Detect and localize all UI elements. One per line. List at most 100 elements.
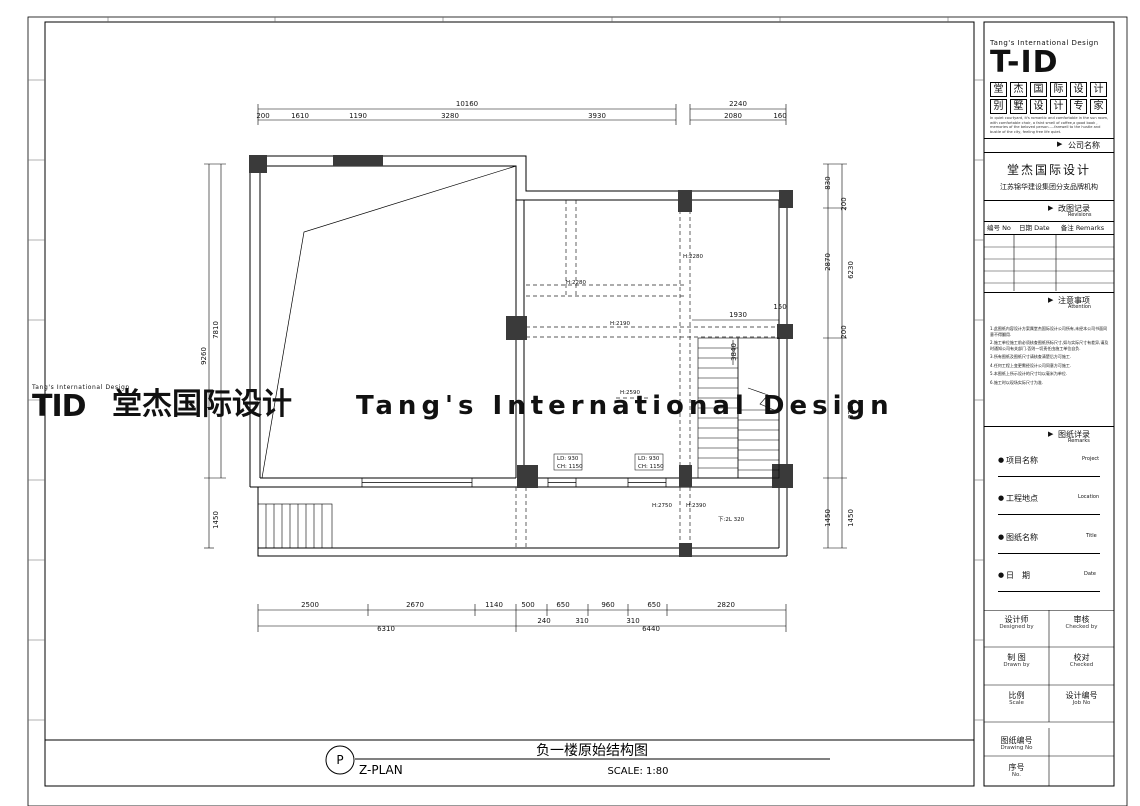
- signoff-cn: 设计师: [1004, 615, 1029, 624]
- title-block-frame: [983, 21, 1115, 787]
- signoff-cn: 制 图: [1007, 653, 1026, 662]
- attention-item: 5.本图纸上所示设计的尺寸均以毫米为单位.: [990, 371, 1068, 376]
- dim-bottom-seg: 2670: [406, 601, 424, 609]
- attention-item: 3.所有图纸及图纸尺寸请核查清楚后方可施工.: [990, 354, 1072, 359]
- dim-top-seg: 3930: [588, 112, 606, 120]
- beam-height: H:2750: [652, 503, 672, 509]
- drawing-scale: SCALE: 1:80: [607, 766, 668, 777]
- slogan-char: 际: [1050, 82, 1067, 97]
- dim-right-outer: 1450: [847, 509, 855, 527]
- revisions-header: ▶ 改图记录 Revisions: [984, 200, 1114, 222]
- revisions-grid: [984, 235, 1114, 291]
- company-sub: 江苏锦华建设集团分支品牌机构: [1000, 183, 1098, 191]
- dim-top-seg: 1610: [291, 112, 309, 120]
- signoff-cn: 校对: [1073, 653, 1090, 662]
- dim-top-seg: 3280: [441, 112, 459, 120]
- dim-left: 1450: [212, 511, 220, 529]
- watermark-logo: TID: [32, 389, 87, 424]
- brand-logo: T-ID: [990, 45, 1059, 80]
- arrow-icon: ▶: [1048, 204, 1054, 212]
- attention-item: 1.此图纸内容设计方案属堂杰国际设计公司所有,未经本公司书面同意不得翻用.: [990, 326, 1108, 337]
- dim-right-inner: 200: [840, 197, 848, 210]
- dim-bottom-seg: 2500: [301, 601, 319, 609]
- annotations: H:2280 H:2280 H:2190 H:2590 H:2750 H:239…: [557, 254, 745, 523]
- dim-top-right: 2240: [729, 100, 747, 108]
- revisions-cols: 编号 No 日期 Date 备注 Remarks: [984, 222, 1114, 235]
- void-lines: [261, 165, 517, 479]
- dim-right-inner: 200: [840, 325, 848, 338]
- remarks-field-cn: 图纸名称: [1006, 533, 1038, 542]
- plan-symbol-circle: [325, 745, 355, 775]
- brand-en: Tang's International Design: [990, 39, 1099, 47]
- attention-title: 注意事项: [1058, 296, 1090, 305]
- floor-note: 下:2L 320: [718, 516, 745, 523]
- attention-item: 6.施工时以现场实际尺寸为准.: [990, 379, 1044, 385]
- attention-header: ▶ 注意事项 Attention: [984, 292, 1114, 311]
- slogan-char: 别: [990, 99, 1007, 114]
- signoff-grid: [984, 610, 1114, 786]
- arrow-icon: ▶: [1048, 296, 1054, 304]
- revisions-col: 备注 Remarks: [1060, 224, 1105, 232]
- window-ld: LD: 930: [638, 456, 660, 462]
- slogan-char: 国: [1030, 82, 1047, 97]
- intro-text: In quiet courtyard, it's romantic and co…: [990, 116, 1109, 134]
- drawing-title: 负一楼原始结构图: [536, 743, 648, 759]
- attention-item: 2.施工单位施工前必须核查图纸所标尺寸,如与实际尺寸有差异,请及时通知公司有关部…: [990, 340, 1109, 351]
- beam-height: H:2590: [620, 390, 640, 396]
- beam-height: H:2190: [610, 321, 630, 327]
- attention-item: 4.任何工程上变更需经设计公司同意方可施工.: [990, 362, 1072, 368]
- interior-wall: [515, 200, 779, 479]
- bullet-icon: ●: [998, 494, 1005, 502]
- signoff-cn: 审核: [1073, 615, 1090, 624]
- staircase: [697, 337, 780, 479]
- dim-top-seg: 160: [773, 112, 786, 120]
- remarks-field-en: Date: [1084, 571, 1096, 577]
- columns: [249, 155, 793, 557]
- beam-lines: [515, 200, 779, 548]
- revisions-col: 日期 Date: [1019, 224, 1050, 232]
- dim-bottom-total: 6310: [377, 625, 395, 633]
- remarks-header: ▶ 图纸详录 Remarks: [984, 426, 1114, 445]
- dim-interior: 3840: [730, 343, 738, 361]
- dim-bottom-seg: 310: [626, 617, 639, 625]
- dim-right-inner: 1450: [824, 509, 832, 527]
- drawing-frame: [44, 21, 975, 787]
- signoff-en: Drawing No: [1000, 745, 1033, 751]
- signoff-cn: 比例: [1008, 691, 1025, 700]
- company-title: 公司名称: [1068, 141, 1100, 150]
- dimension-text: 10160 2240 200 1610 1190 3280 3930 2080 …: [200, 100, 855, 633]
- slogan-char: 家: [1090, 99, 1107, 114]
- revisions-title: 改图记录: [1058, 204, 1090, 213]
- signoff-en: Checked by: [1065, 624, 1098, 630]
- dim-top-seg: 2080: [724, 112, 742, 120]
- remarks-field-en: Location: [1078, 494, 1100, 500]
- exterior-steps: [257, 503, 333, 549]
- bullet-icon: ●: [998, 456, 1005, 464]
- signoff-cn: 图纸编号: [1000, 736, 1033, 745]
- floor-plan: [249, 155, 793, 557]
- dim-bottom-seg: 1140: [485, 601, 503, 609]
- dim-bottom-seg: 2820: [717, 601, 735, 609]
- slogan-char: 计: [1050, 99, 1067, 114]
- dim-bottom-seg: 960: [601, 601, 614, 609]
- dim-right-outer: 3220: [847, 401, 855, 419]
- remarks-field-en: Project: [1082, 456, 1100, 462]
- window-ld: LD: 930: [557, 456, 579, 462]
- signoff-en: Drawn by: [1003, 662, 1030, 668]
- signoff-cn: 序号: [1008, 763, 1025, 772]
- signoff-en: Scale: [1009, 700, 1024, 706]
- signoff-en: No.: [1011, 772, 1022, 778]
- slogan-char: 设: [1070, 82, 1087, 97]
- dim-bottom-seg: 310: [575, 617, 588, 625]
- dim-bottom-seg: 500: [521, 601, 534, 609]
- dim-left: 7810: [212, 321, 220, 339]
- dim-bottom-seg: 650: [556, 601, 569, 609]
- outer-walls: [249, 155, 788, 557]
- remarks-title: 图纸详录: [1058, 430, 1090, 439]
- window-tag-1: [553, 453, 583, 471]
- remarks-field-cn: 项目名称: [1006, 456, 1038, 465]
- remarks-field: ● 日 期 Date: [998, 569, 1100, 592]
- remarks-field: ● 项目名称 Project: [998, 454, 1100, 477]
- window-tag-2: [634, 453, 664, 471]
- remarks-field: ● 图纸名称 Title: [998, 531, 1100, 554]
